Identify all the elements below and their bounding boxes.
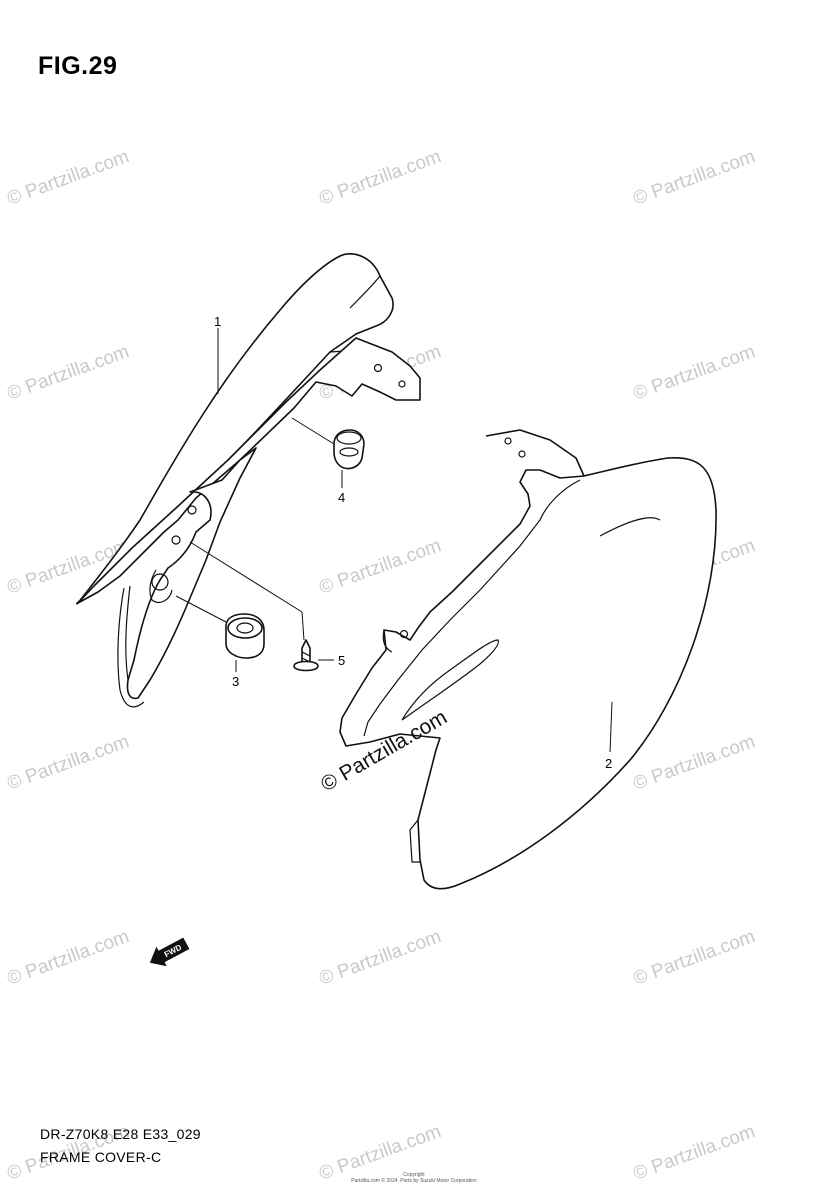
watermark: © Partzilla.com	[631, 146, 758, 210]
part-4-grommet[interactable]	[333, 429, 365, 470]
watermark: © Partzilla.com	[317, 926, 444, 990]
part-1-frame-cover-left[interactable]	[76, 252, 421, 708]
watermark: © Partzilla.com	[317, 146, 444, 210]
copyright-line-2: Partzilla.com © 2024. Parts by Suzuki Mo…	[351, 1178, 477, 1184]
watermark: © Partzilla.com	[631, 926, 758, 990]
callout-part-3: 3	[232, 674, 239, 689]
part-5-screw[interactable]	[293, 639, 319, 672]
copyright-line-1: Copyright	[403, 1172, 425, 1178]
fwd-arrow-icon: FWD	[149, 937, 190, 967]
callout-part-5: 5	[338, 653, 345, 668]
figure-title: FIG.29	[38, 52, 118, 80]
watermark: © Partzilla.com	[5, 926, 132, 990]
watermark: © Partzilla.com	[5, 731, 132, 795]
callout-part-1: 1	[214, 314, 221, 329]
watermark: © Partzilla.com	[631, 731, 758, 795]
watermark: © Partzilla.com	[5, 341, 132, 405]
leader-lines	[175, 328, 613, 753]
copyright-notice: Copyright Partzilla.com © 2024. Parts by…	[0, 1172, 828, 1184]
watermark: © Partzilla.com	[317, 535, 444, 599]
diagram-caption: FRAME COVER-C	[40, 1149, 162, 1165]
diagram-code: DR-Z70K8 E28 E33_029	[40, 1126, 201, 1142]
watermark: © Partzilla.com	[5, 146, 132, 210]
watermark: © Partzilla.com	[631, 341, 758, 405]
callout-part-4: 4	[338, 490, 345, 505]
part-2-frame-cover-right[interactable]	[339, 429, 717, 890]
part-3-spacer[interactable]	[225, 613, 265, 659]
callout-part-2: 2	[605, 756, 612, 771]
